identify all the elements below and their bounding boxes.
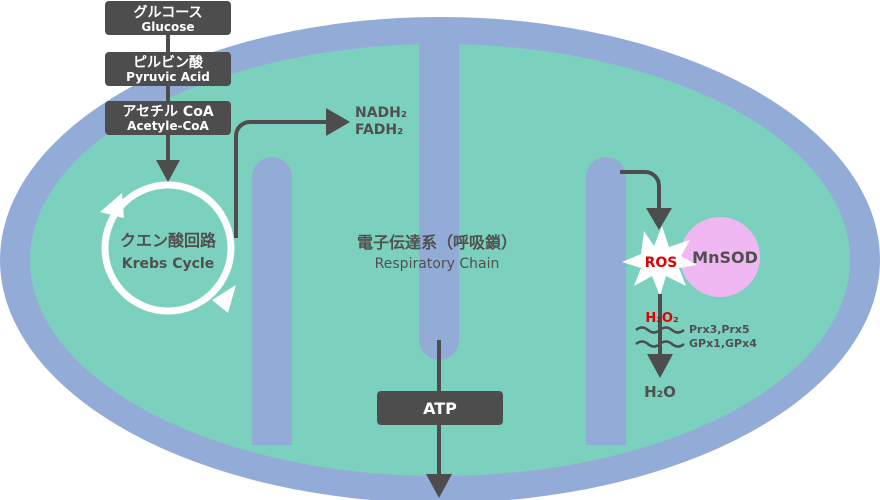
chain-label-en: Respiratory Chain bbox=[375, 256, 500, 272]
crista-middle bbox=[419, 40, 459, 360]
krebs-label-en: Krebs Cycle bbox=[122, 256, 214, 272]
glucose-box bbox=[105, 1, 231, 35]
atp-box bbox=[377, 391, 503, 425]
arrow-to-ros-head bbox=[646, 208, 672, 230]
mnsod-label: MnSOD bbox=[692, 248, 758, 267]
glucose-label-ja: グルコース bbox=[133, 4, 202, 21]
krebs-label-ja: クエン酸回路 bbox=[120, 231, 217, 250]
crista-right bbox=[586, 157, 626, 445]
ros-label: ROS bbox=[645, 255, 678, 271]
krebs-cycle-ring bbox=[101, 181, 235, 315]
mnsod-circle bbox=[680, 217, 760, 297]
pyruvic-box bbox=[105, 52, 231, 86]
chain-label-ja: 電子伝達系（呼吸鎖） bbox=[357, 233, 517, 252]
enzyme-wave-1 bbox=[635, 326, 685, 334]
arrow-krebs-nadh-head bbox=[326, 108, 350, 136]
acetyl-label-en: Acetyle-CoA bbox=[127, 119, 209, 133]
krebs-cycle-arrowhead-top bbox=[100, 193, 124, 218]
arrow-krebs-nadh-shaft bbox=[234, 120, 330, 238]
h2o-label: H₂O bbox=[644, 383, 676, 401]
fadh-label: FADH₂ bbox=[355, 122, 403, 138]
nadh-label: NADH₂ bbox=[355, 105, 407, 121]
pyruvic-label-ja: ピルビン酸 bbox=[133, 54, 204, 71]
atp-label: ATP bbox=[423, 399, 457, 418]
enzymes-label-2: GPx1,GPx4 bbox=[689, 337, 757, 350]
arrow-ros-h2o-head bbox=[647, 354, 673, 378]
acetyl-box bbox=[105, 101, 231, 135]
pyruvic-label-en: Pyruvic Acid bbox=[126, 70, 210, 84]
arrow-acetyl-krebs-head bbox=[156, 160, 180, 182]
enzyme-wave-2 bbox=[635, 340, 685, 348]
enzymes-label-1: Prx3,Prx5 bbox=[689, 323, 750, 336]
glucose-label-en: Glucose bbox=[141, 20, 194, 34]
crista-left bbox=[252, 157, 292, 445]
arrow-atp-head bbox=[426, 474, 452, 498]
arrow-to-ros-shaft bbox=[620, 170, 661, 212]
krebs-cycle-arrowhead-bottom bbox=[212, 285, 236, 313]
h2o2-label: H₂O₂ bbox=[645, 311, 678, 326]
acetyl-label-ja: アセチル CoA bbox=[122, 104, 213, 120]
ros-burst bbox=[622, 226, 697, 296]
